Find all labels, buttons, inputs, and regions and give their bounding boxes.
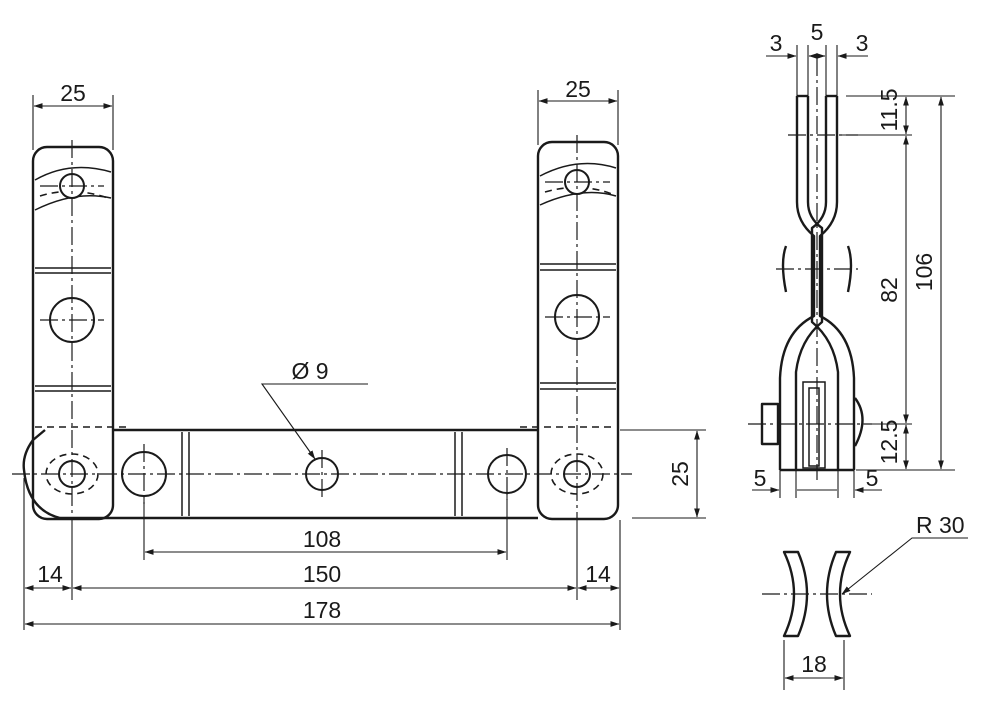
holes — [49, 169, 600, 497]
dim-label-total-length: 178 — [303, 597, 341, 623]
dim-label-offset-right: 14 — [585, 561, 611, 587]
center-lines — [12, 135, 632, 520]
dim-label-inner-pitch: 108 — [303, 526, 341, 552]
radius-detail — [762, 537, 968, 690]
dim-label-width-left: 25 — [60, 80, 86, 106]
dim-label-side-gap: 5 — [811, 19, 824, 45]
side-view — [748, 45, 955, 498]
dim-label-side-thick-a: 3 — [770, 30, 783, 56]
dim-label-side-mid: 82 — [876, 277, 902, 303]
right-link-part — [536, 140, 620, 521]
side-dimensions — [752, 45, 955, 498]
dim-label-height-base: 25 — [667, 461, 693, 487]
dim-label-side-right-offset: 5 — [866, 465, 879, 491]
dim-label-radius: R 30 — [916, 512, 965, 538]
dim-label-side-thick-b: 3 — [856, 30, 869, 56]
dim-label-outer-pitch: 150 — [303, 561, 341, 587]
dim-label-side-total: 106 — [911, 253, 937, 291]
dim-label-side-bottom: 12.5 — [876, 420, 902, 465]
dim-label-side-left-offset: 5 — [754, 465, 767, 491]
dim-label-curve-width: 18 — [801, 651, 827, 677]
dim-label-width-right: 25 — [565, 76, 591, 102]
dim-label-hole-diameter: Ø 9 — [291, 358, 328, 384]
dim-label-side-top: 11.5 — [876, 88, 902, 131]
dimension-labels: 25 25 Ø 9 25 108 14 150 14 178 3 5 3 11.… — [37, 19, 964, 677]
dim-label-offset-left: 14 — [37, 561, 63, 587]
front-view — [12, 90, 706, 630]
front-dimensions — [23, 90, 706, 630]
